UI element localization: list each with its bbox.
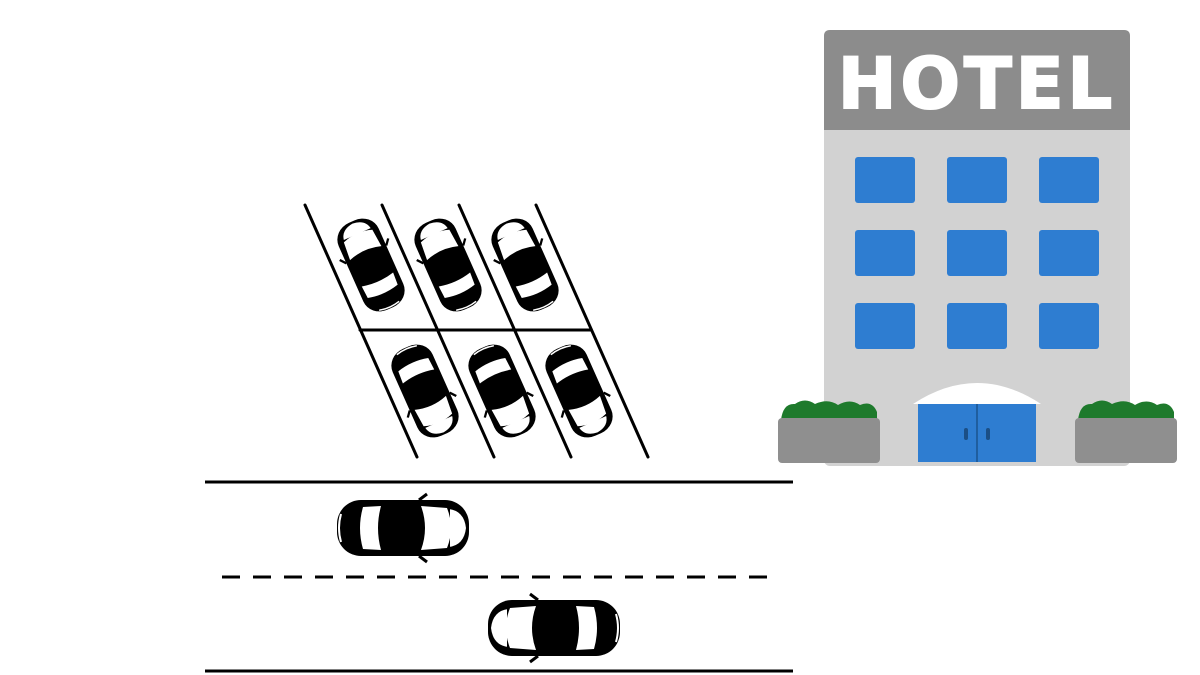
window	[855, 303, 915, 349]
window	[855, 157, 915, 203]
parked-car-icon	[534, 335, 624, 447]
parking-lot	[303, 203, 650, 459]
hotel-windows	[855, 157, 1099, 349]
window	[1039, 303, 1099, 349]
planter-box	[1075, 418, 1177, 463]
window	[855, 230, 915, 276]
window	[1039, 230, 1099, 276]
planter-left	[778, 400, 880, 463]
car-top-view-icon	[486, 592, 622, 664]
window	[947, 230, 1007, 276]
parked-car-icon	[326, 209, 416, 321]
hotel-building-icon: HOTEL	[778, 30, 1177, 466]
shrub	[1078, 400, 1174, 420]
planter-right	[1075, 400, 1177, 463]
parked-car-icon	[403, 209, 493, 321]
parking-stall-lines	[303, 203, 650, 459]
parked-car-icon	[480, 209, 570, 321]
road	[205, 480, 793, 673]
shrub	[781, 400, 877, 420]
hotel-sign-band	[824, 30, 1130, 130]
parked-car-icon	[380, 335, 470, 447]
hotel-sign-text: HOTEL	[838, 43, 1116, 125]
window	[947, 157, 1007, 203]
window	[1039, 157, 1099, 203]
car-top-view-icon	[335, 492, 471, 564]
window	[947, 303, 1007, 349]
door-handle	[964, 428, 968, 440]
door-handle	[986, 428, 990, 440]
parked-car-icon	[457, 335, 547, 447]
planter-box	[778, 418, 880, 463]
hotel-awning	[913, 383, 1041, 404]
